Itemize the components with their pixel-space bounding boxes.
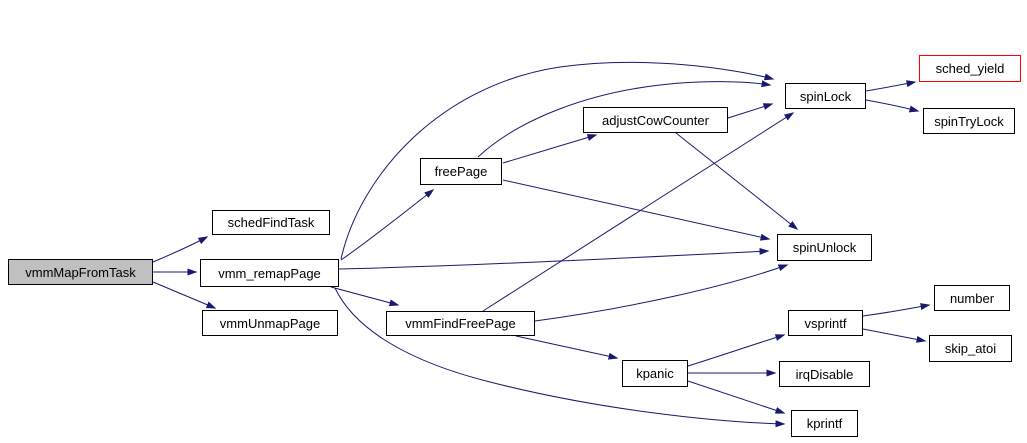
- edge-vmm_remapPage-vmmFindFreePage: [330, 286, 400, 307]
- edge-freePage-spinUnlock: [502, 179, 771, 241]
- edge-vmmFindFreePage-spinUnlock: [534, 264, 789, 322]
- edge-freePage-spinLock: [477, 80, 772, 158]
- node-kpanic[interactable]: kpanic: [622, 360, 688, 387]
- node-vmmMapFromTask[interactable]: vmmMapFromTask: [8, 259, 153, 285]
- edge-vmmMapFromTask-schedFindTask: [152, 236, 209, 263]
- edge-freePage-adjustCowCounter: [502, 134, 598, 164]
- node-skip_atoi[interactable]: skip_atoi: [929, 335, 1012, 362]
- node-spinUnlock[interactable]: spinUnlock: [777, 234, 872, 261]
- node-spinLock[interactable]: spinLock: [785, 83, 866, 109]
- edge-adjustCowCounter-spinUnlock: [675, 132, 799, 230]
- node-schedFindTask[interactable]: schedFindTask: [212, 210, 330, 235]
- node-irqDisable[interactable]: irqDisable: [779, 361, 870, 387]
- edge-adjustCowCounter-spinLock: [727, 103, 774, 119]
- edge-vmmFindFreePage-spinLock: [482, 112, 795, 312]
- node-sched_yield[interactable]: sched_yield: [919, 55, 1021, 82]
- node-adjustCowCounter[interactable]: adjustCowCounter: [583, 107, 728, 133]
- edge-vsprintf-number: [862, 303, 931, 317]
- edge-kpanic-vsprintf: [687, 334, 786, 367]
- edge-vmmMapFromTask-vmmUnmapPage: [152, 281, 217, 309]
- node-number[interactable]: number: [934, 285, 1010, 311]
- edge-vmm_remapPage-freePage: [340, 189, 435, 261]
- edge-vmmFindFreePage-kpanic: [515, 335, 619, 360]
- node-kprintf[interactable]: kprintf: [791, 410, 858, 437]
- edge-vmm_remapPage-kprintf: [334, 287, 786, 428]
- node-vsprintf[interactable]: vsprintf: [788, 310, 863, 336]
- edge-vmm_remapPage-spinUnlock: [338, 247, 770, 270]
- edge-kpanic-kprintf: [687, 380, 786, 414]
- edge-vsprintf-skip_atoi: [862, 328, 927, 343]
- edge-spinLock-spinTryLock: [865, 99, 920, 113]
- node-vmmFindFreePage[interactable]: vmmFindFreePage: [386, 311, 535, 336]
- node-vmm_remapPage[interactable]: vmm_remapPage: [200, 259, 339, 287]
- node-freePage[interactable]: freePage: [420, 158, 502, 185]
- node-vmmUnmapPage[interactable]: vmmUnmapPage: [202, 310, 338, 336]
- node-spinTryLock[interactable]: spinTryLock: [923, 108, 1015, 134]
- edge-spinLock-sched_yield: [865, 80, 917, 92]
- edge-vmm_remapPage-spinLock: [340, 61, 775, 260]
